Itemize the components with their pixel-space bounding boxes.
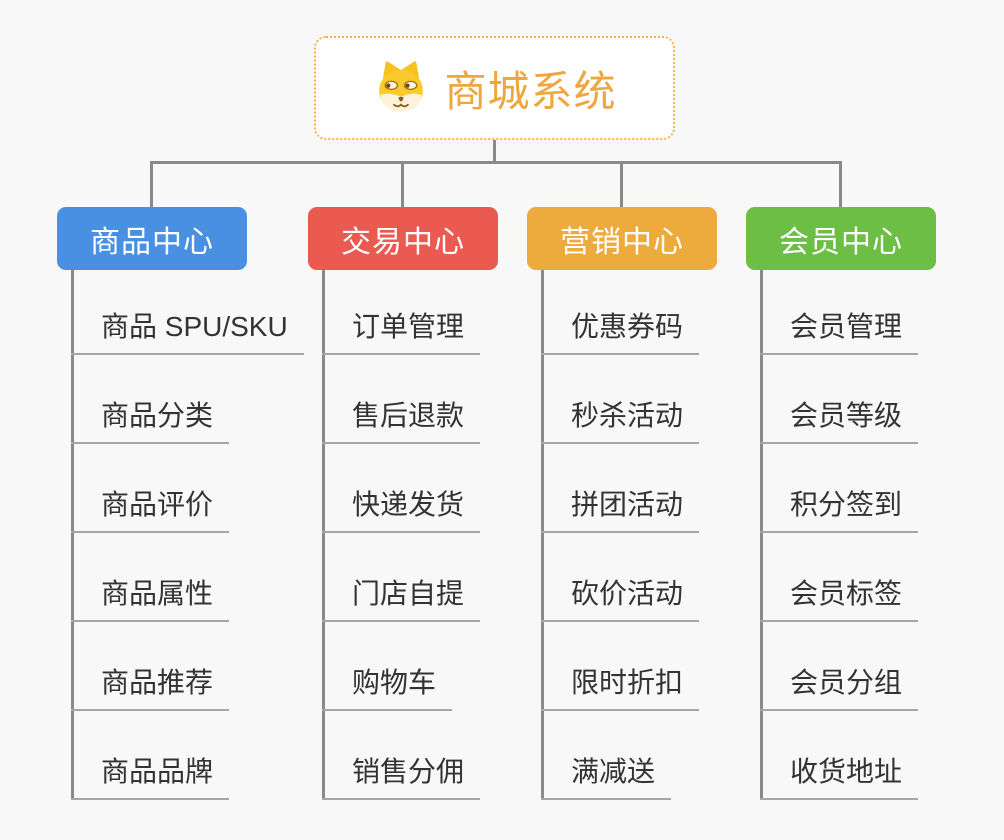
leaf-node[interactable]: 积分签到 [760, 487, 919, 533]
leaf-node[interactable]: 商品评价 [71, 487, 230, 533]
root-node[interactable]: 商城系统 [314, 36, 675, 140]
leaf-node[interactable]: 商品分类 [71, 398, 230, 444]
connector-drop-marketing [620, 161, 623, 208]
leaf-node[interactable]: 订单管理 [322, 309, 481, 355]
leaf-node[interactable]: 商品 SPU/SKU [71, 309, 304, 355]
branch-column-members: 会员中心 会员管理 会员等级 积分签到 会员标签 会员分组 收货地址 [746, 207, 1004, 807]
leaf-node[interactable]: 购物车 [322, 665, 453, 711]
connector-root-stub [493, 140, 496, 163]
leaf-node[interactable]: 秒杀活动 [541, 398, 700, 444]
branch-trunk-line [541, 270, 544, 800]
branch-node-trade[interactable]: 交易中心 [308, 207, 498, 270]
leaf-node[interactable]: 商品属性 [71, 576, 230, 622]
leaf-node[interactable]: 会员标签 [760, 576, 919, 622]
branch-column-marketing: 营销中心 优惠券码 秒杀活动 拼团活动 砍价活动 限时折扣 满减送 [527, 207, 787, 807]
leaf-node[interactable]: 会员分组 [760, 665, 919, 711]
branch-column-products: 商品中心 商品 SPU/SKU 商品分类 商品评价 商品属性 商品推荐 商品品牌 [57, 207, 317, 807]
leaf-node[interactable]: 会员等级 [760, 398, 919, 444]
leaf-node[interactable]: 收货地址 [760, 754, 919, 800]
branch-trunk-line [322, 270, 325, 800]
root-title: 商城系统 [444, 67, 617, 115]
leaf-node[interactable]: 商品品牌 [71, 754, 230, 800]
branch-node-products[interactable]: 商品中心 [57, 207, 247, 270]
leaf-node[interactable]: 销售分佣 [322, 754, 481, 800]
branch-trunk-line [760, 270, 763, 800]
leaf-node[interactable]: 商品推荐 [71, 665, 230, 711]
leaf-node[interactable]: 快递发货 [322, 487, 481, 533]
leaf-node[interactable]: 砍价活动 [541, 576, 700, 622]
branch-column-trade: 交易中心 订单管理 售后退款 快递发货 门店自提 购物车 销售分佣 [308, 207, 568, 807]
leaf-node[interactable]: 售后退款 [322, 398, 481, 444]
dog-icon [372, 60, 430, 116]
connector-drop-trade [401, 161, 404, 208]
branch-node-marketing[interactable]: 营销中心 [527, 207, 717, 270]
branch-trunk-line [71, 270, 74, 800]
branch-node-members[interactable]: 会员中心 [746, 207, 936, 270]
connector-drop-products [150, 161, 153, 208]
leaf-node[interactable]: 门店自提 [322, 576, 481, 622]
connector-drop-members [839, 161, 842, 208]
leaf-node[interactable]: 优惠券码 [541, 309, 700, 355]
leaf-node[interactable]: 满减送 [541, 754, 672, 800]
leaf-node[interactable]: 限时折扣 [541, 665, 700, 711]
leaf-node[interactable]: 会员管理 [760, 309, 919, 355]
connector-horizontal-bar [150, 161, 841, 164]
leaf-node[interactable]: 拼团活动 [541, 487, 700, 533]
